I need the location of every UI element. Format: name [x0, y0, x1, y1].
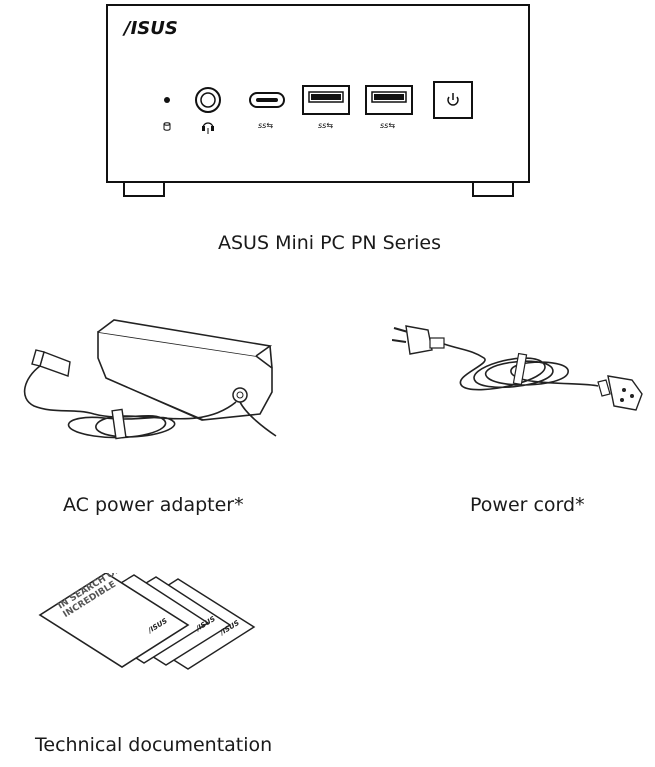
mini-pc-illustration: /ISUS ss⇆ ss⇆	[106, 4, 530, 197]
documentation-figure: IN SEARCH OF INCREDIBLE /ISUS /ISUS /ISU…	[38, 573, 256, 673]
power-button	[433, 81, 473, 119]
caption-power-cord: Power cord*	[470, 494, 585, 516]
usb-a-label-2: ss⇆	[380, 121, 395, 130]
audio-jack	[195, 87, 221, 113]
usb-a-port-2	[365, 85, 413, 115]
asus-logo: /ISUS	[122, 18, 178, 39]
storage-led-icon	[163, 122, 171, 131]
mini-pc-figure: /ISUS ss⇆ ss⇆	[100, 4, 540, 200]
power-icon	[447, 93, 459, 106]
foot-right	[472, 181, 514, 197]
usb-a-label-1: ss⇆	[318, 121, 333, 130]
usb-c-label: ss⇆	[258, 121, 273, 130]
usb-c-port	[249, 92, 285, 108]
power-cord-illustration	[392, 325, 643, 411]
caption-mini-pc: ASUS Mini PC PN Series	[218, 232, 441, 254]
power-cord-figure	[392, 320, 648, 415]
usb-a-port-1	[302, 85, 350, 115]
ac-adapter-illustration	[23, 319, 277, 440]
ac-adapter-figure	[14, 318, 284, 453]
foot-left	[123, 181, 165, 197]
headset-icon	[202, 122, 214, 134]
documentation-illustration: IN SEARCH OF INCREDIBLE /ISUS /ISUS /ISU…	[38, 573, 256, 670]
caption-documentation: Technical documentation	[35, 734, 273, 756]
led-indicator	[164, 97, 170, 103]
caption-ac-adapter: AC power adapter*	[63, 494, 244, 516]
